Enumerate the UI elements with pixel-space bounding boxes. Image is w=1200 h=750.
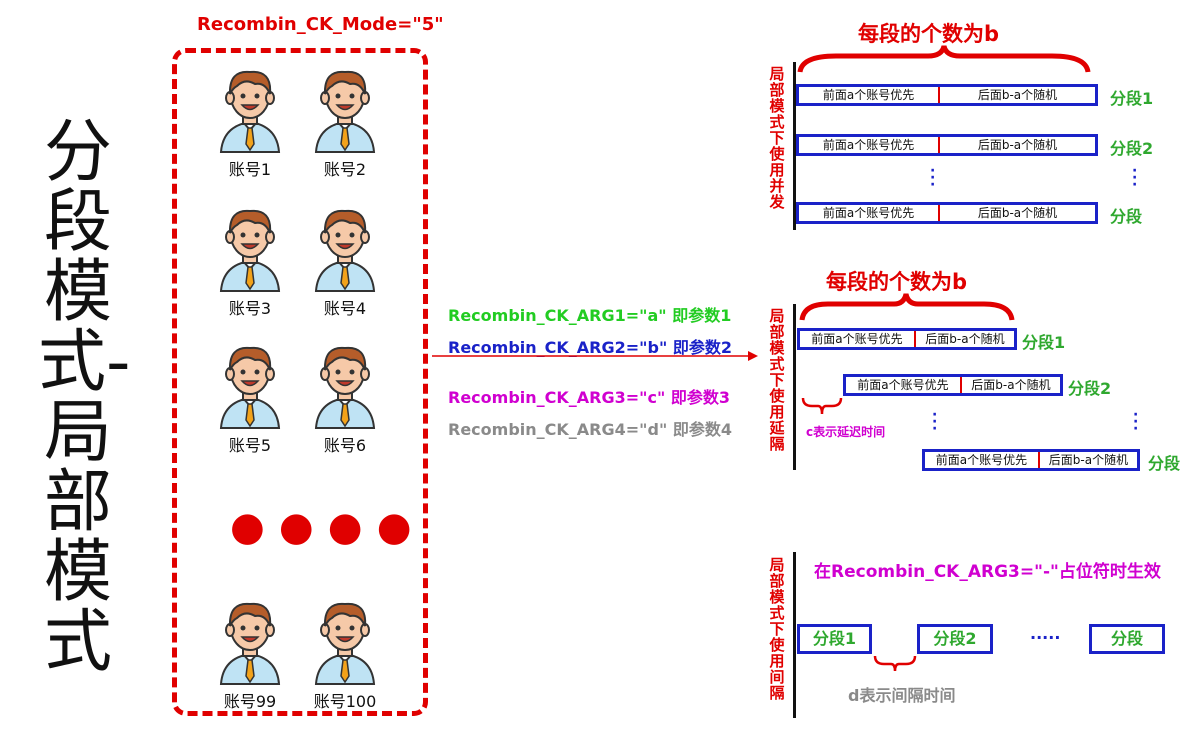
bar-second-part: 后面b-a个随机 [977, 138, 1058, 152]
account-item: 账号100 [300, 596, 390, 712]
arg3-label: Recombin_CK_ARG3="c" 即参数3 [448, 388, 731, 407]
panel2-segment-label: 分段2 [1068, 379, 1112, 398]
panel2-bar-2: 前面a个账号优先 后面b-a个随机 [843, 374, 1063, 396]
panel2-segment-label: 分段 [1148, 454, 1181, 473]
person-avatar-icon [215, 64, 285, 154]
account-label: 账号4 [323, 299, 367, 318]
panel1-ellipsis: ··· [930, 163, 936, 193]
page-title: 分段模式-局部模式 [38, 113, 131, 682]
account-item: 账号5 [205, 340, 295, 456]
panel2-bar-1: 前面a个账号优先 后面b-a个随机 [797, 328, 1017, 350]
account-item: 账号4 [300, 203, 390, 319]
bar-first-part: 前面a个账号优先 [846, 377, 962, 393]
panel2-delay-note: c表示延迟时间 [806, 425, 886, 439]
account-label: 账号5 [228, 436, 272, 455]
panel2-axis [793, 304, 796, 470]
panel1-bar-2: 前面a个账号优先 后面b-a个随机 [796, 134, 1098, 156]
account-label: 账号6 [323, 436, 367, 455]
account-item: 账号6 [300, 340, 390, 456]
panel2-title: 每段的个数为b [826, 270, 968, 294]
bar-first-part: 前面a个账号优先 [799, 87, 941, 103]
panel1-bar-3: 前面a个账号优先 后面b-a个随机 [796, 202, 1098, 224]
account-item: 账号1 [205, 64, 295, 180]
account-label: 账号2 [323, 160, 367, 179]
bar-first-part: 前面a个账号优先 [925, 452, 1040, 468]
panel1-ellipsis: ··· [1132, 163, 1138, 193]
panel1-brace [797, 45, 1091, 73]
person-avatar-icon [310, 340, 380, 430]
panel2-vertical-label: 局部模式下使用延隔 [769, 307, 785, 453]
bar-second-part: 后面b-a个随机 [977, 206, 1058, 220]
person-avatar-icon [215, 203, 285, 293]
panel3-axis [793, 552, 796, 718]
bar-first-part: 前面a个账号优先 [800, 331, 916, 347]
panel1-segment-label: 分段1 [1110, 89, 1154, 108]
panel2-segment-label: 分段1 [1022, 333, 1066, 352]
bar-second-part: 后面b-a个随机 [925, 332, 1005, 346]
account-item: 账号3 [205, 203, 295, 319]
arg2-label: Recombin_CK_ARG2="b" 即参数2 [448, 338, 732, 357]
panel3-segment-box: 分段2 [917, 624, 993, 654]
bar-first-part: 前面a个账号优先 [799, 137, 941, 153]
bar-second-part: 后面b-a个随机 [977, 88, 1058, 102]
panel3-interval-note: d表示间隔时间 [848, 686, 956, 705]
panel1-vertical-label: 局部模式下使用并发 [769, 65, 785, 211]
person-avatar-icon [215, 596, 285, 686]
flow-arrow [432, 351, 758, 361]
account-label: 账号1 [228, 160, 272, 179]
account-item: 账号99 [205, 596, 295, 712]
accounts-group [172, 48, 428, 716]
account-label: 账号3 [228, 299, 272, 318]
panel3-segment-box: 分段 [1089, 624, 1165, 654]
panel1-bar-1: 前面a个账号优先 后面b-a个随机 [796, 84, 1098, 106]
person-avatar-icon [310, 64, 380, 154]
panel2-brace [799, 293, 1015, 321]
arg4-label: Recombin_CK_ARG4="d" 即参数4 [448, 420, 732, 439]
panel2-bar-3: 前面a个账号优先 后面b-a个随机 [922, 449, 1140, 471]
bar-first-part: 前面a个账号优先 [799, 205, 941, 221]
person-avatar-icon [310, 203, 380, 293]
bar-second-part: 后面b-a个随机 [971, 378, 1051, 392]
panel1-axis [793, 62, 796, 230]
person-avatar-icon [310, 596, 380, 686]
account-label: 账号99 [223, 692, 277, 711]
panel2-ellipsis: ··· [1133, 407, 1139, 437]
panel3-vertical-label: 局部模式下使用间隔 [769, 556, 785, 702]
panel1-segment-label: 分段2 [1110, 139, 1154, 158]
account-label: 账号100 [313, 692, 377, 711]
bar-second-part: 后面b-a个随机 [1048, 453, 1129, 467]
panel3-interval-brace [873, 655, 917, 672]
mode-label: Recombin_CK_Mode="5" [197, 14, 444, 35]
panel2-ellipsis: ··· [932, 407, 938, 437]
panel1-segment-label: 分段 [1110, 207, 1143, 226]
panel1-title: 每段的个数为b [858, 22, 1000, 46]
person-avatar-icon [215, 340, 285, 430]
panel3-condition: 在Recombin_CK_ARG3="-"占位符时生效 [814, 562, 1161, 582]
account-item: 账号2 [300, 64, 390, 180]
panel2-delay-brace [801, 397, 843, 415]
panel3-ellipsis: ····· [1030, 628, 1061, 647]
arg1-label: Recombin_CK_ARG1="a" 即参数1 [448, 306, 732, 325]
more-accounts-dots: ●●●● [230, 504, 426, 550]
panel3-segment-box: 分段1 [797, 624, 872, 654]
